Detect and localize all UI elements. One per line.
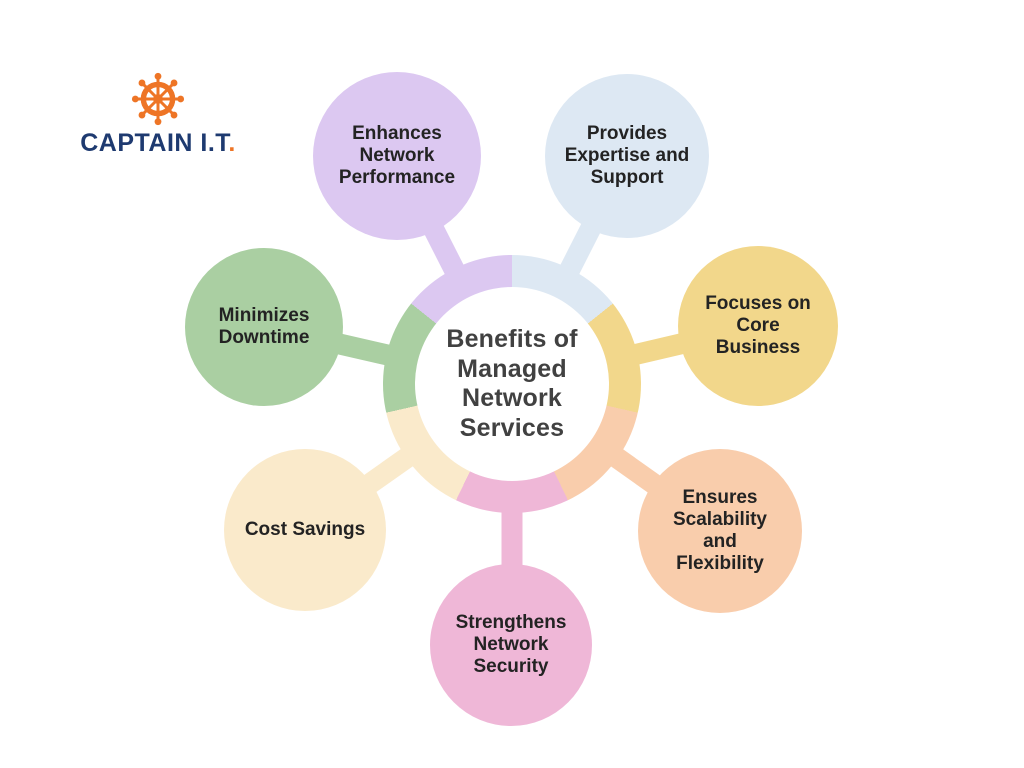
hub-circle: Benefits of Managed Network Services — [415, 287, 609, 481]
node-cost-savings: Cost Savings — [224, 449, 386, 611]
brand-logo: CAPTAIN I.T. — [72, 72, 244, 158]
node-focuses-on-core-business: Focuses on Core Business — [678, 246, 838, 406]
node-label: Enhances Network Performance — [338, 122, 456, 189]
node-strengthens-network-security: Strengthens Network Security — [430, 564, 592, 726]
node-label: Cost Savings — [244, 518, 366, 540]
diagram-title: Benefits of Managed Network Services — [446, 325, 578, 442]
node-label: Strengthens Network Security — [455, 611, 567, 678]
node-enhances-network-performance: Enhances Network Performance — [313, 72, 481, 240]
hub-ring: Benefits of Managed Network Services — [383, 255, 641, 513]
node-label: Minimizes Downtime — [218, 304, 310, 348]
brand-wordmark: CAPTAIN I.T. — [72, 129, 244, 158]
ships-wheel-icon — [131, 72, 185, 126]
node-label: Provides Expertise and Support — [564, 122, 690, 189]
node-label: Ensures Scalability and Flexibility — [673, 486, 767, 575]
node-label: Focuses on Core Business — [705, 292, 811, 359]
node-ensures-scalability-and-flexibility: Ensures Scalability and Flexibility — [638, 449, 802, 613]
node-provides-expertise-and-support: Provides Expertise and Support — [545, 74, 709, 238]
brand-text: CAPTAIN I.T — [80, 129, 229, 157]
node-minimizes-downtime: Minimizes Downtime — [185, 248, 343, 406]
brand-dot: . — [228, 129, 236, 157]
